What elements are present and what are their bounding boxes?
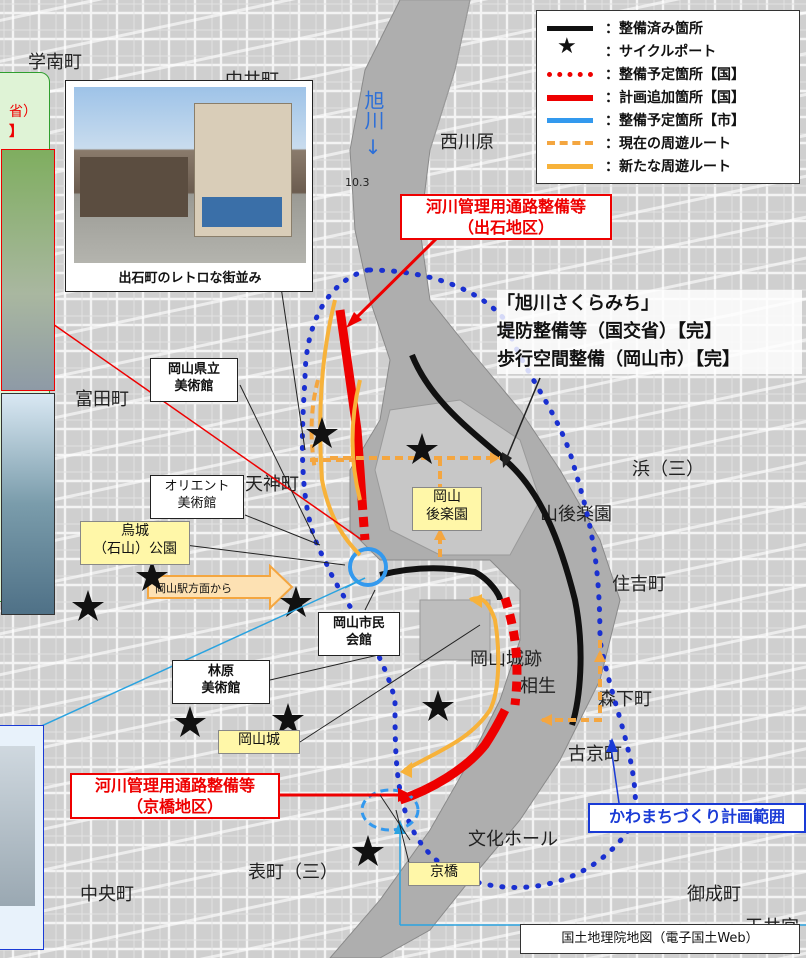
place-onari: 御成町 [687,884,741,905]
legend-item-new-route: ：新たな周遊ルート [543,155,783,175]
left-photo-1 [1,149,55,391]
label-station-direction: 岡山駅方面から [155,582,232,595]
new-route-2 [404,596,501,772]
callout-kyobashi-line2: （京橋地区） [126,797,223,816]
legend-item-planned-national: ：整備予定箇所【国】 [543,63,783,83]
place-gakunan: 学南町 [28,52,82,73]
legend-item-completed: ：整備済み箇所 [543,17,783,37]
new-route-1 [318,299,362,557]
label-orient-museum: オリエント 美術館 [150,475,244,519]
completed-section-2 [379,565,503,601]
callout-kyobashi: 河川管理用通路整備等 （京橋地区） [70,773,280,819]
left-info-panel: 省） 】 [0,72,55,615]
label-ujo-park: 烏城 （石山）公園 [80,521,190,565]
left-photo-3 [0,725,44,950]
plan-area-boundary [299,267,639,890]
left-panel-text-2: 】 [9,124,23,140]
sakura-line3: 歩行空間整備（岡山市）【完】 [497,349,740,370]
place-chuo: 中央町 [80,884,134,905]
label-civic-hall: 岡山市民 会館 [318,612,400,656]
place-bunka-hall: 文化ホール [468,829,558,850]
place-omote: 表町（三） [248,862,338,883]
callout-izushi-line2: （出石地区） [457,218,554,237]
solid-red-line-icon [547,95,593,101]
place-aioi: 相生 [520,676,556,697]
izushi-photo [74,87,306,263]
callout-plan-range: かわまちづくり計画範囲 [588,803,806,833]
cycle-port-stars [72,417,454,866]
callout-izushi-line1: 河川管理用通路整備等 [425,197,586,216]
label-pref-museum: 岡山県立 美術館 [150,358,238,402]
planned-izushi-dotted [357,499,370,541]
label-okayama-castle: 岡山城 [218,730,300,754]
label-kyobashi: 京橋 [408,862,480,886]
callout-kyobashi-line1: 河川管理用通路整備等 [94,776,255,795]
planned-add-izushi [335,309,367,501]
map-credit: 国土地理院地図（電子国土Web） [520,924,800,954]
city-planned-circle-1 [348,547,388,587]
river-name: 旭川 [361,90,385,130]
legend-item-planned-city: ：整備予定箇所【市】 [543,109,783,129]
izushi-photo-frame: 出石町のレトロな街並み [65,80,313,292]
legend-item-cycleport: ★ ：サイクルポート [557,34,717,61]
sakura-line2: 堤防整備等（国交省）【完】 [497,321,722,342]
new-route-3 [350,379,362,501]
sakura-line1: 「旭川さくらみち」 [497,293,659,314]
place-tomita: 富田町 [75,389,129,410]
label-korakuen: 岡山 後楽園 [412,487,482,531]
label-hayashibara-museum: 林原 美術館 [172,660,270,704]
river-marker: 10.3 [345,176,370,189]
planned-add-kyobashi [398,707,510,805]
city-planned-circle-2 [360,788,420,832]
place-hama: 浜（三） [632,459,704,480]
photo-caption: 出石町のレトロな街並み [118,271,262,286]
legend-item-current-route: ：現在の周遊ルート [543,132,783,152]
dotted-red-line-icon [547,72,593,77]
solid-orange-line-icon [547,164,593,169]
left-photo-2 [1,393,55,615]
place-sumiyoshi: 住吉町 [612,574,666,595]
callout-izushi: 河川管理用通路整備等 （出石地区） [400,194,612,240]
solid-black-line-icon [547,26,593,31]
place-nishikawara: 西川原 [440,132,494,153]
station-direction-arrow [147,563,294,611]
solid-blue-line-icon [547,118,593,123]
star-icon: ★ [557,34,577,59]
left-panel-text-1: 省） [9,104,37,120]
planned-castle-dotted [500,596,522,706]
place-korakuen-map: 山後楽園 [540,504,612,525]
river-flow-arrow: ↓ [364,135,382,159]
legend: ：整備済み箇所 ★ ：サイクルポート ：整備予定箇所【国】 ：計画追加箇所【国】… [536,10,800,184]
callout-sakuramichi: 「旭川さくらみち」 堤防整備等（国交省）【完】 歩行空間整備（岡山市）【完】 [497,290,802,374]
completed-section-1 [409,353,584,726]
legend-item-added-national: ：計画追加箇所【国】 [543,86,783,106]
dashed-orange-line-icon [547,141,593,145]
river-label: 旭川 ↓ [360,90,386,159]
place-kojo: 岡山城跡 [470,649,542,670]
